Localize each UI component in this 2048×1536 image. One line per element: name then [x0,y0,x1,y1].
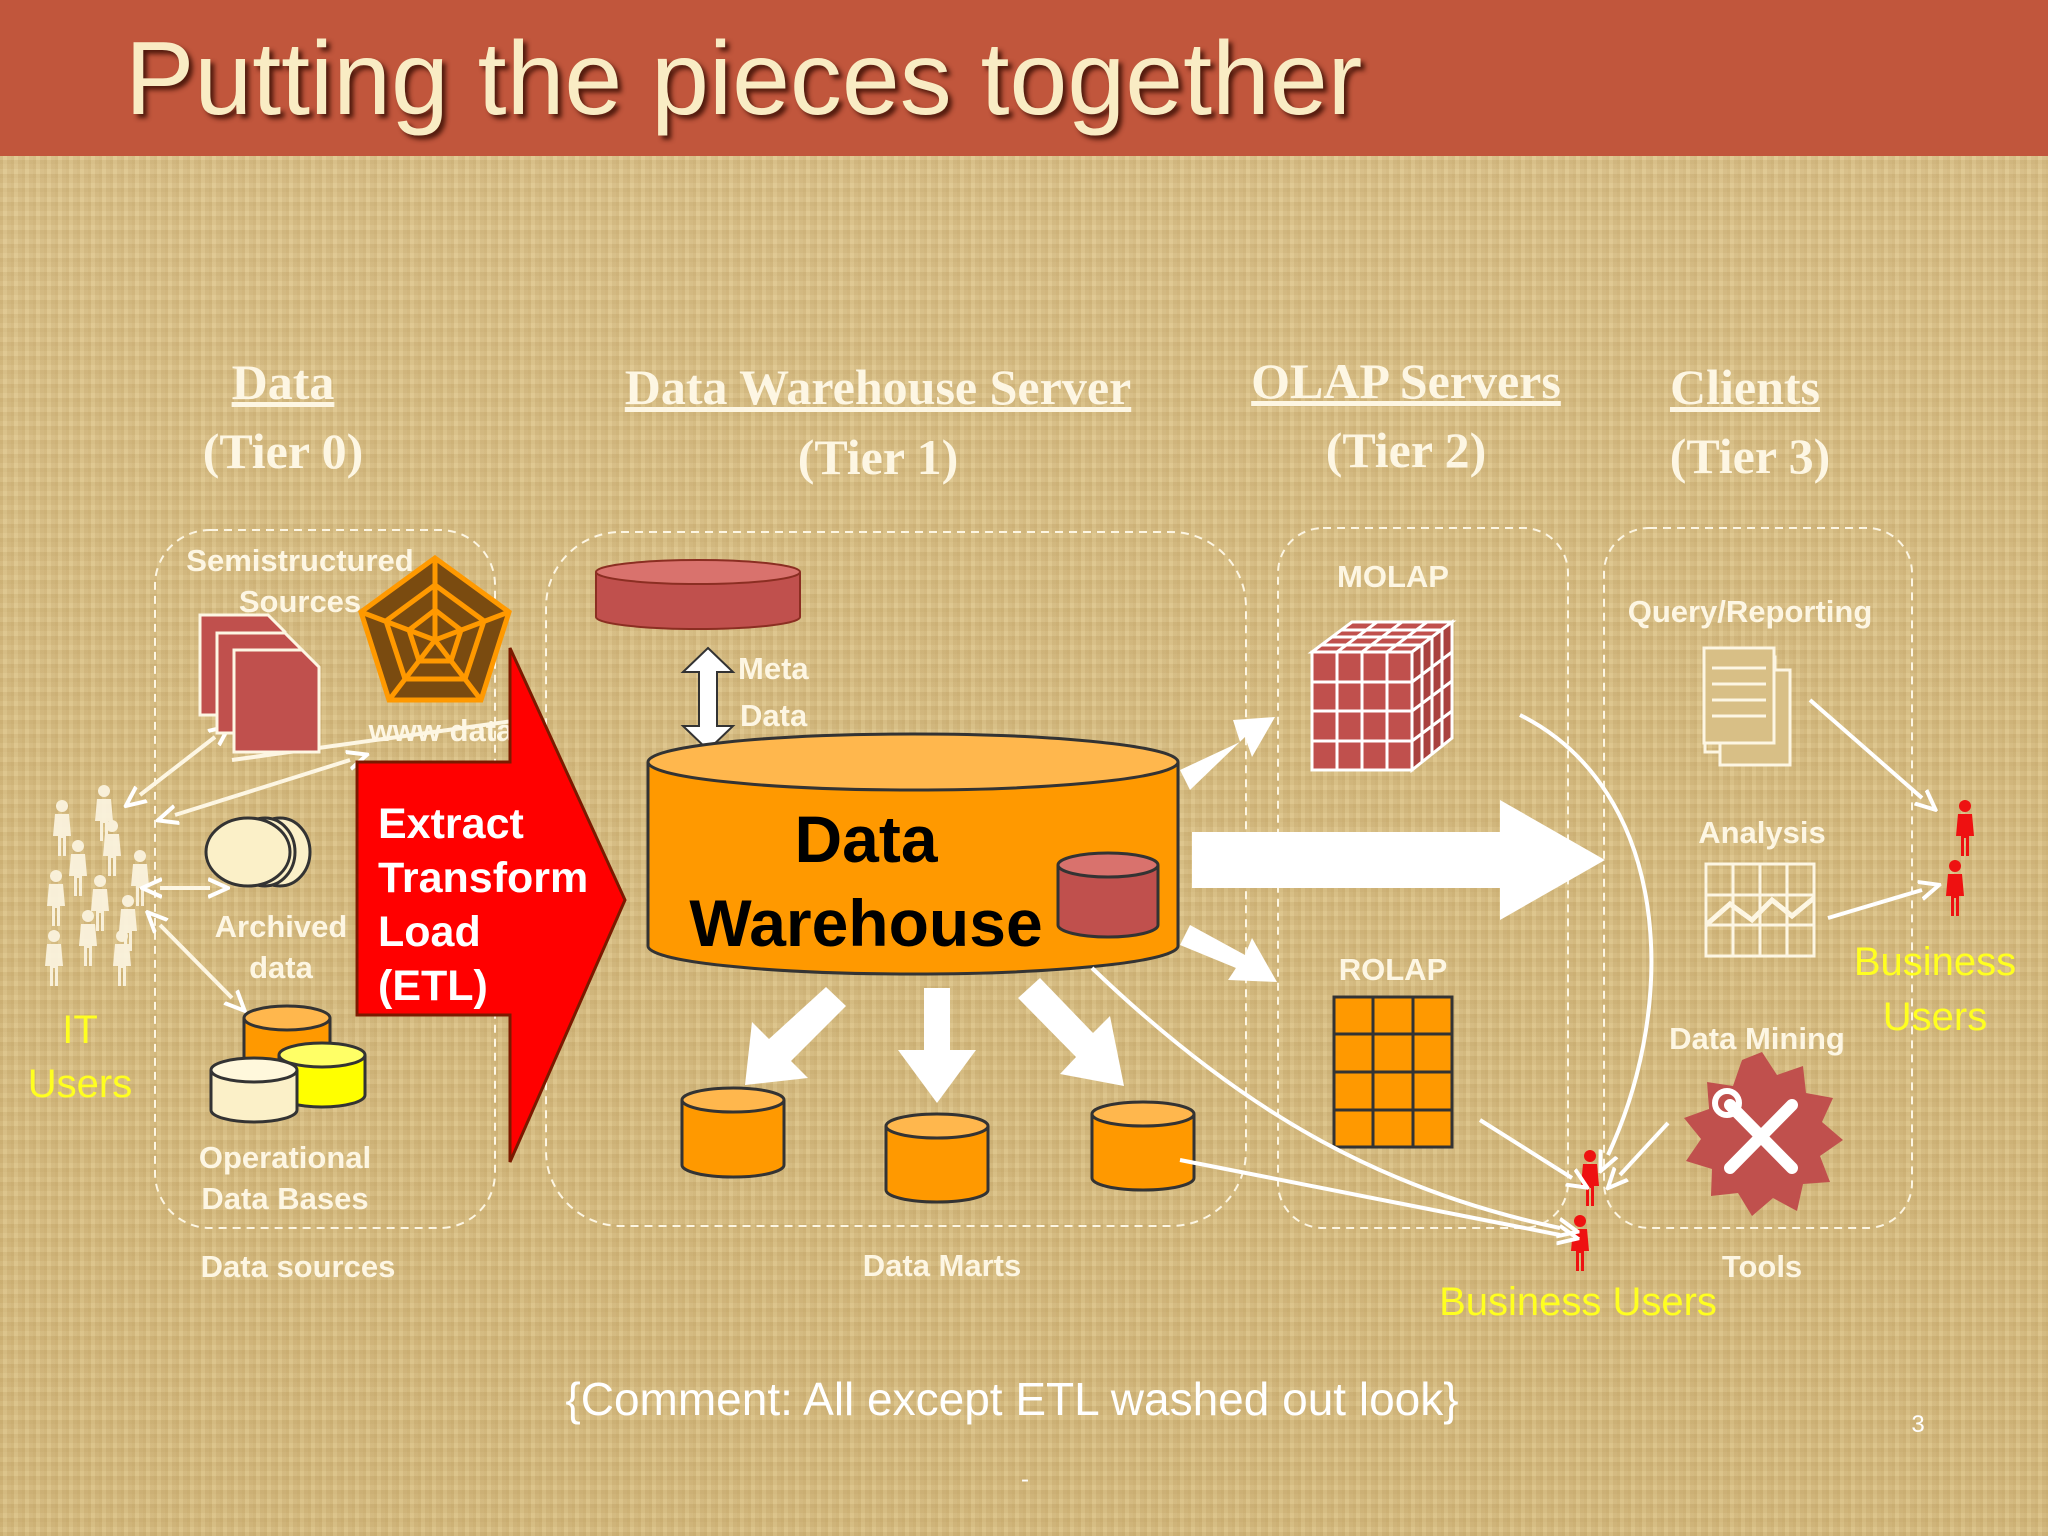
tier-2-title: OLAP Servers [1251,353,1561,409]
rolap-table-icon [1332,995,1454,1149]
tier-3-title: Clients [1670,359,1820,415]
tier-1-subtitle: (Tier 1) [798,429,959,485]
slide-title: Putting the pieces together [125,21,1363,137]
data-mart-arrows [745,978,1124,1103]
title-bar [0,0,2048,156]
archived-label-line2: data [249,950,314,985]
footer-mark: - [1021,1466,1029,1493]
warehouse-small-cylinder-icon [1056,851,1160,939]
tier-3-heading: Clients (Tier 3) [1670,359,1831,484]
slide-comment: {Comment: All except ETL washed out look… [565,1373,1458,1425]
operational-label-line1: Operational [199,1140,371,1175]
data-warehouse-label-line2: Warehouse [689,886,1042,960]
etl-label-line2: Transform [378,854,588,902]
semistructured-label-line1: Semistructured [186,543,413,578]
meta-data-label-line2: Data [740,698,808,733]
etl-label-line3: Load [378,908,481,956]
data-warehouse-label-line1: Data [794,802,938,876]
data-sources-label: Data sources [201,1249,396,1284]
semistructured-sources-icon [198,613,321,754]
data-mart-cylinders [680,1086,1196,1204]
analysis-chart-icon [1704,862,1816,958]
tier-0-subtitle: (Tier 0) [203,423,364,479]
tier-0-heading: Data (Tier 0) [203,354,364,479]
tier-3-subtitle: (Tier 3) [1670,428,1831,484]
page-number: 3 [1911,1411,1924,1438]
query-reporting-icon [1702,646,1792,767]
archived-data-icon [204,816,312,888]
business-users-right-label-line2: Users [1883,995,1987,1039]
rolap-label: ROLAP [1339,952,1448,987]
warehouse-to-olap-arrows [1180,717,1605,982]
tier-2-heading: OLAP Servers (Tier 2) [1251,353,1561,478]
molap-cube-icon [1307,619,1457,774]
operational-label-line2: Data Bases [201,1181,368,1216]
tier-1-heading: Data Warehouse Server (Tier 1) [625,359,1131,485]
business-users-right-icon [1946,800,1974,916]
analysis-label: Analysis [1698,815,1826,850]
it-users-crowd-icon [45,785,149,986]
tier-0-title: Data [232,354,335,410]
operational-databases-icon [209,1004,367,1124]
query-reporting-label: Query/Reporting [1628,594,1873,629]
molap-label: MOLAP [1337,559,1449,594]
etl-label-line4: (ETL) [378,962,488,1010]
metadata-double-arrow [680,646,736,752]
www-data-label: www data [368,713,514,748]
meta-data-label-line1: Meta [738,651,809,686]
data-warehouse-cylinder [646,732,1180,976]
data-marts-label: Data Marts [863,1248,1022,1283]
data-mining-tools-icon [1684,1052,1843,1216]
it-users-label-line2: Users [28,1062,132,1106]
business-users-bottom-label: Business Users [1439,1280,1717,1324]
archived-label-line1: Archived [215,909,348,944]
tools-label: Tools [1722,1249,1802,1284]
it-users-label-line1: IT [62,1008,98,1052]
spider-web-icon [358,554,512,703]
business-users-bottom-icon [1571,1150,1599,1271]
semistructured-label-line2: Sources [239,584,361,619]
metadata-cylinder-icon [595,559,801,630]
business-users-right-label-line1: Business [1854,940,2016,984]
client-to-user-arrows [1090,698,1922,1235]
clients-box [1603,527,1913,1229]
etl-arrow-shape [355,647,627,1163]
data-mining-label: Data Mining [1669,1021,1845,1056]
tier-2-subtitle: (Tier 2) [1326,422,1487,478]
tier-1-title: Data Warehouse Server [625,359,1131,415]
etl-label-line1: Extract [378,800,524,848]
